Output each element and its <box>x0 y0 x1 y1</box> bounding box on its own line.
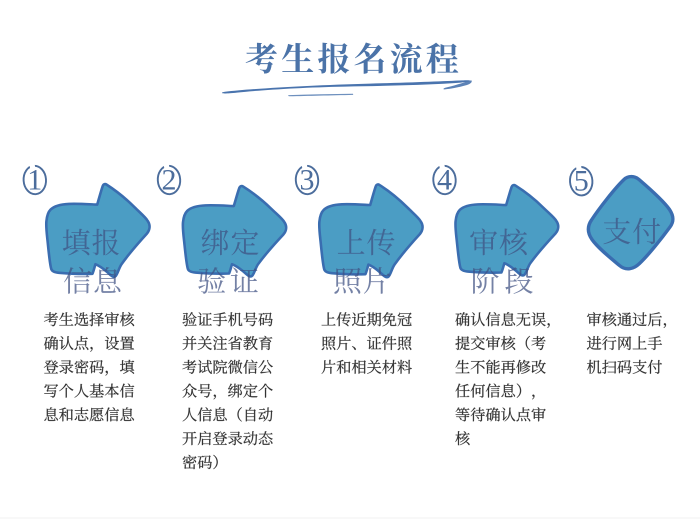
svg-text:4: 4 <box>437 163 452 196</box>
svg-text:2: 2 <box>162 163 177 196</box>
svg-text:3: 3 <box>300 163 315 196</box>
svg-text:5: 5 <box>574 165 589 198</box>
svg-text:1: 1 <box>27 163 42 196</box>
